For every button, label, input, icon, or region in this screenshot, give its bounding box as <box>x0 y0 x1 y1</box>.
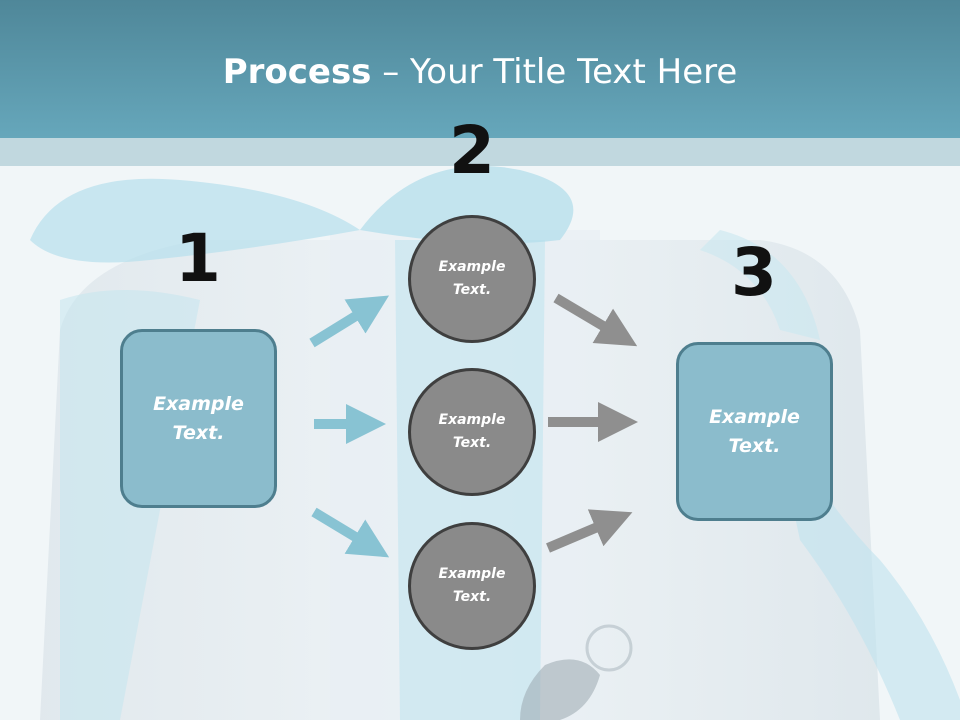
step-1-label: Example Text. <box>153 392 244 444</box>
step-2-circle-1: Example Text. <box>408 215 536 343</box>
step-3-box: Example Text. <box>676 342 833 521</box>
arrow-2a-to-3 <box>553 293 638 347</box>
page-title: Process – Your Title Text Here <box>0 52 960 92</box>
title-rest: – Your Title Text Here <box>371 52 738 92</box>
step-1-box: Example Text. <box>120 329 277 508</box>
title-bar <box>0 0 960 138</box>
title-bold: Process <box>222 52 372 92</box>
step-2-number: 2 <box>449 112 495 189</box>
step-2-item-1-label: Example Text. <box>438 259 506 298</box>
step-2-circle-3: Example Text. <box>408 522 536 650</box>
step-2-item-2-label: Example Text. <box>438 412 506 451</box>
step-2-circle-2: Example Text. <box>408 368 536 496</box>
step-3-label: Example Text. <box>709 405 800 457</box>
arrow-1-to-2c <box>311 507 390 558</box>
arrow-1-to-2a <box>309 295 390 348</box>
arrow-2c-to-3 <box>546 509 633 553</box>
step-3-number: 3 <box>731 234 777 311</box>
step-1-number: 1 <box>175 220 221 297</box>
step-2-item-3-label: Example Text. <box>438 566 506 605</box>
title-bar-strip <box>0 138 960 166</box>
